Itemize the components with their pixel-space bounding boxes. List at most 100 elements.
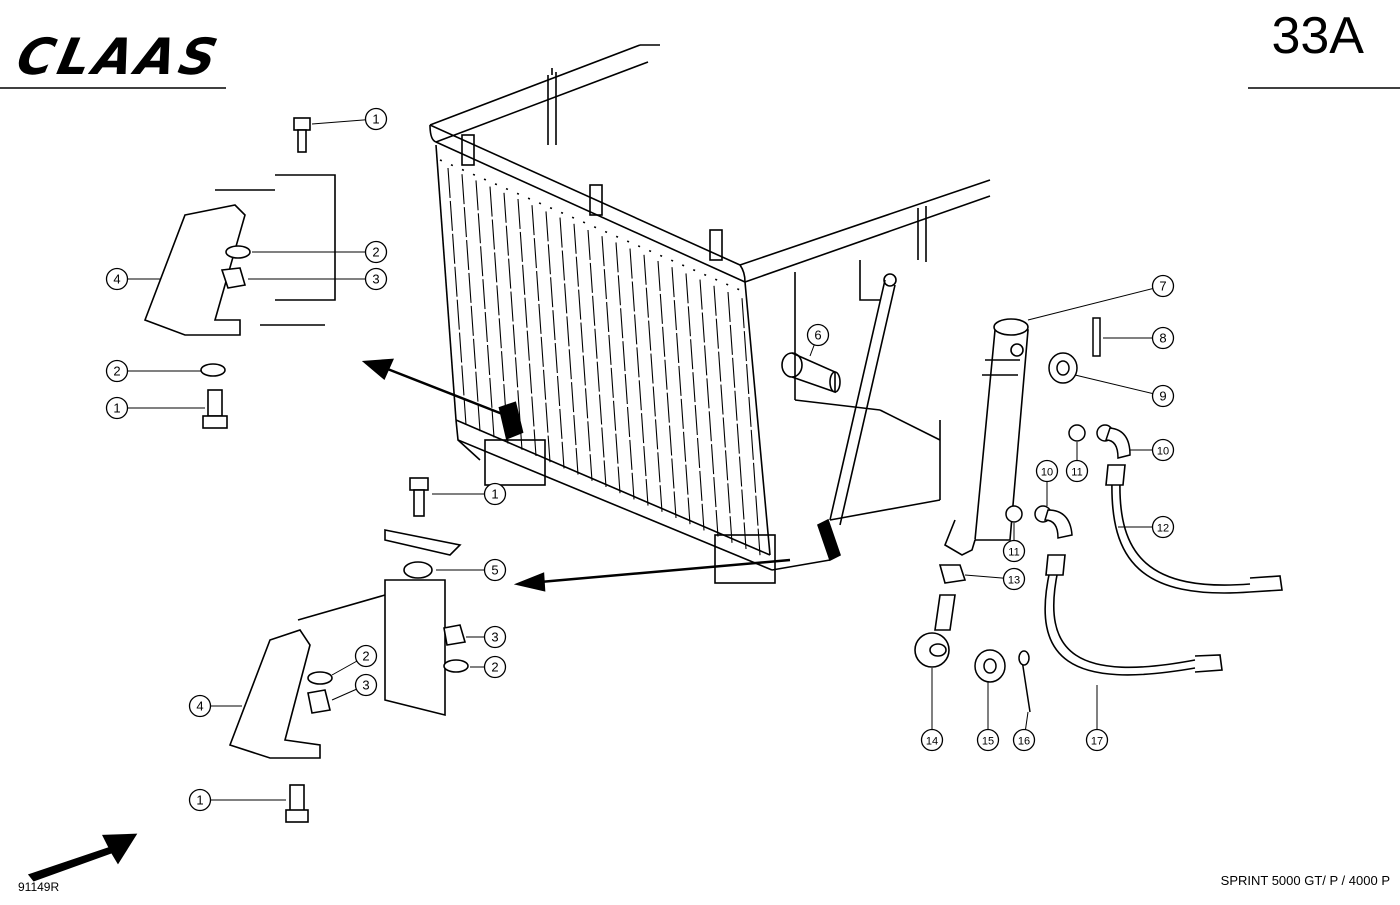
callout-c17: 17 bbox=[1085, 728, 1109, 752]
grille-slat bbox=[489, 186, 509, 444]
grille-slat bbox=[615, 242, 635, 500]
callout-circle bbox=[1151, 438, 1175, 462]
callout-label: 12 bbox=[1157, 523, 1169, 535]
grille-slat bbox=[503, 192, 523, 450]
callout-label: 10 bbox=[1157, 446, 1169, 458]
hydraulic-hoses bbox=[1044, 464, 1283, 676]
callout-label: 3 bbox=[372, 272, 379, 287]
callout-label: 4 bbox=[113, 272, 120, 287]
callout-c2a: 2 bbox=[364, 240, 388, 264]
callout-label: 2 bbox=[372, 245, 379, 260]
callout-label: 2 bbox=[362, 649, 369, 664]
callout-label: 16 bbox=[1018, 736, 1030, 748]
main-frame-assembly bbox=[429, 44, 991, 584]
callout-circle bbox=[354, 673, 378, 697]
brand-logo: CLAAS bbox=[8, 18, 234, 86]
callout-circle bbox=[1151, 515, 1175, 539]
grille-slat bbox=[671, 267, 691, 525]
callout-c13: 13 bbox=[1002, 567, 1026, 591]
grille-slat bbox=[643, 254, 663, 512]
grille-slat bbox=[587, 229, 607, 488]
callout-circle bbox=[105, 396, 129, 420]
support-strut bbox=[781, 273, 897, 562]
callout-c3c: 3 bbox=[483, 625, 507, 649]
callout-label: 1 bbox=[372, 112, 379, 127]
grille-slats bbox=[447, 167, 761, 556]
callout-c1a: 1 bbox=[364, 107, 388, 131]
callout-circle bbox=[920, 728, 944, 752]
callout-c16: 16 bbox=[1012, 728, 1036, 752]
grille-slat bbox=[629, 248, 649, 506]
callout-label: 17 bbox=[1091, 736, 1103, 748]
callout-circle bbox=[188, 788, 212, 812]
grille-slat bbox=[685, 273, 705, 531]
callout-c14: 14 bbox=[920, 728, 944, 752]
callout-c3a: 3 bbox=[364, 267, 388, 291]
callout-circle bbox=[364, 240, 388, 264]
callout-c11a: 11 bbox=[1065, 459, 1089, 483]
callout-label: 2 bbox=[113, 364, 120, 379]
callout-c10b: 10 bbox=[1035, 459, 1059, 483]
callout-circle bbox=[483, 625, 507, 649]
callout-c1c: 1 bbox=[483, 482, 507, 506]
lower-bracket-assembly bbox=[228, 477, 469, 823]
callout-label: 11 bbox=[1071, 467, 1082, 479]
leader-line bbox=[1027, 285, 1164, 321]
callout-label: 1 bbox=[491, 487, 498, 502]
grille-slat bbox=[461, 174, 481, 432]
callout-label: 2 bbox=[491, 660, 498, 675]
callout-circle bbox=[1085, 728, 1109, 752]
grille-slat bbox=[517, 198, 537, 457]
callout-c1d: 1 bbox=[188, 788, 212, 812]
callout-label: 7 bbox=[1159, 279, 1166, 294]
callout-circle bbox=[976, 728, 1000, 752]
upper-bracket-assembly bbox=[143, 117, 336, 429]
callout-circle bbox=[1012, 728, 1036, 752]
callout-circle bbox=[1151, 326, 1175, 350]
grille-slat bbox=[545, 211, 565, 469]
callout-c2c: 2 bbox=[483, 655, 507, 679]
grille-slat bbox=[475, 180, 495, 438]
callout-circle bbox=[1151, 384, 1175, 408]
callout-c2d: 2 bbox=[354, 644, 378, 668]
drawing-number: 91149R bbox=[18, 880, 60, 894]
leader-line bbox=[1074, 374, 1164, 397]
callout-c8: 8 bbox=[1151, 326, 1175, 350]
callout-c1b: 1 bbox=[105, 396, 129, 420]
callout-label: 3 bbox=[491, 630, 498, 645]
callout-label: 11 bbox=[1008, 547, 1019, 559]
callout-label: 15 bbox=[982, 736, 994, 748]
callout-c6: 6 bbox=[806, 323, 830, 347]
page-number: 33A bbox=[1271, 7, 1364, 65]
callout-label: 3 bbox=[362, 678, 369, 693]
callout-c3d: 3 bbox=[354, 673, 378, 697]
callout-circle bbox=[1002, 539, 1026, 563]
callout-label: 14 bbox=[926, 736, 938, 748]
callout-label: 13 bbox=[1008, 575, 1020, 587]
callout-circle bbox=[483, 482, 507, 506]
callout-circle bbox=[483, 655, 507, 679]
callout-circle bbox=[364, 267, 388, 291]
grille-slat bbox=[601, 236, 621, 494]
hydraulic-cylinder bbox=[914, 318, 1029, 668]
grille-slat bbox=[573, 223, 593, 481]
grille-slat bbox=[559, 217, 579, 475]
callout-circle bbox=[806, 323, 830, 347]
direction-arrows bbox=[27, 358, 791, 882]
grille-slat bbox=[741, 298, 761, 556]
callout-label: 6 bbox=[814, 328, 821, 343]
model-designation: SPRINT 5000 GT/ P / 4000 P bbox=[1220, 873, 1390, 888]
callout-label: 9 bbox=[1159, 389, 1166, 404]
callout-label: 8 bbox=[1159, 331, 1166, 346]
grille-slat bbox=[657, 260, 677, 519]
callout-c4a: 4 bbox=[105, 267, 129, 291]
brand-logo-text: CLAAS bbox=[11, 28, 227, 86]
callout-circle bbox=[105, 267, 129, 291]
fittings bbox=[974, 317, 1131, 713]
callout-circle bbox=[1002, 567, 1026, 591]
grille-slat bbox=[727, 291, 747, 550]
callout-circle bbox=[1035, 459, 1059, 483]
callout-circle bbox=[1151, 274, 1175, 298]
